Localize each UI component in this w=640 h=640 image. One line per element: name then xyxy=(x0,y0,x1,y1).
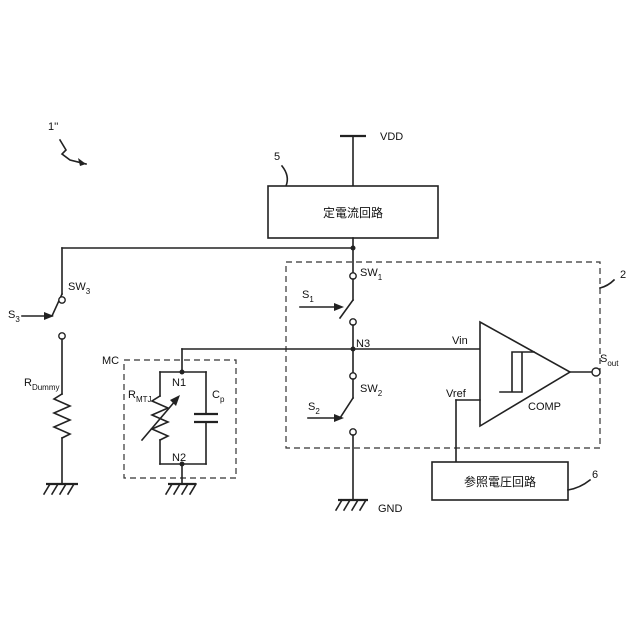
ref-arrowhead xyxy=(78,158,86,166)
mc-gnd-hatch xyxy=(166,484,196,494)
detection-circuit-box xyxy=(286,262,600,448)
ref-6-leader xyxy=(568,480,590,490)
ref-2-leader xyxy=(600,280,614,288)
n1-label: N1 xyxy=(172,377,186,389)
sw1-label: SW1 xyxy=(360,267,383,282)
comp-label: COMP xyxy=(528,401,561,413)
sw1-blade xyxy=(340,300,353,318)
ref-arrow xyxy=(60,140,86,164)
vdd-label: VDD xyxy=(380,131,403,143)
vin-label: Vin xyxy=(452,335,468,347)
n2-label: N2 xyxy=(172,452,186,464)
rdummy-label: RDummy xyxy=(24,377,60,392)
junction-top xyxy=(351,246,356,251)
ref-5-label: 5 xyxy=(274,151,280,163)
s3-label: S3 xyxy=(8,309,20,324)
vref-label: Vref xyxy=(446,388,467,400)
rmtj-label: RMTJ xyxy=(128,389,152,404)
ref-2-label: 2 xyxy=(620,269,626,281)
constant-current-label: 定電流回路 xyxy=(323,205,383,220)
gnd-label: GND xyxy=(378,503,403,515)
figure-ref-label: 1'' xyxy=(48,121,58,133)
sw2-label: SW2 xyxy=(360,383,383,398)
ref-5-leader xyxy=(282,166,287,186)
sw3-terminal-top xyxy=(59,297,65,303)
s1-label: S1 xyxy=(302,289,314,304)
s1-arrowhead xyxy=(334,303,344,311)
sw3-label: SW3 xyxy=(68,281,91,296)
reference-voltage-label: 参照電圧回路 xyxy=(464,474,536,489)
s2-label: S2 xyxy=(308,401,320,416)
n3-label: N3 xyxy=(356,338,370,350)
left-gnd-hatch xyxy=(44,484,74,494)
cp-label: Cp xyxy=(212,389,225,404)
sout-label: Sout xyxy=(600,353,619,368)
rdummy-resistor xyxy=(54,394,70,438)
n3-junction xyxy=(351,347,356,352)
mc-label: MC xyxy=(102,355,119,367)
rmtj-variable-arrow xyxy=(142,400,176,440)
gnd-hatch xyxy=(336,500,366,510)
sw2-blade xyxy=(340,398,353,418)
ref-6-label: 6 xyxy=(592,469,598,481)
sout-terminal xyxy=(592,368,600,376)
